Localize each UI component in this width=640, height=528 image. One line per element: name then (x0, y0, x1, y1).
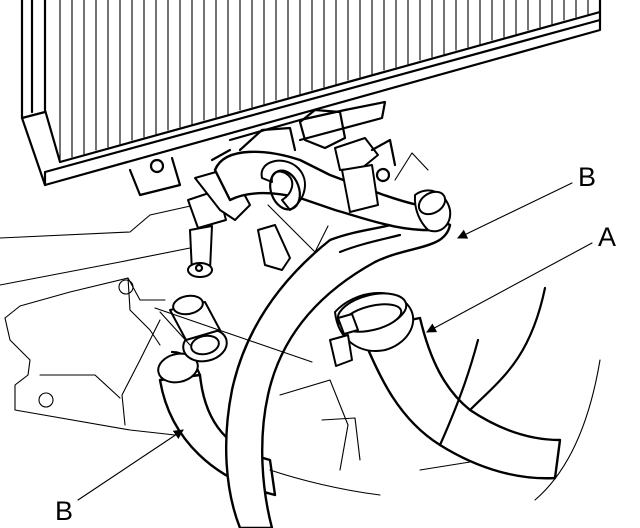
radiator-core (20, 0, 602, 197)
callout-label-b-upper: B (578, 162, 596, 192)
callout-arrow-a (426, 242, 593, 333)
lower-body-lines (269, 379, 471, 496)
callout-arrow-b-upper (457, 182, 573, 239)
body-panel (0, 204, 196, 436)
callout-arrows (77, 152, 593, 501)
radiator-fins (59, 0, 589, 161)
right-hose-assembly (329, 286, 601, 501)
upper-hose-assembly (213, 137, 452, 271)
callout-arrow-b-lower (77, 429, 184, 501)
callout-label-a: A (598, 222, 616, 252)
callout-label-b-lower: B (55, 496, 73, 526)
main-hose (224, 208, 452, 528)
upper-bracket (210, 100, 387, 162)
